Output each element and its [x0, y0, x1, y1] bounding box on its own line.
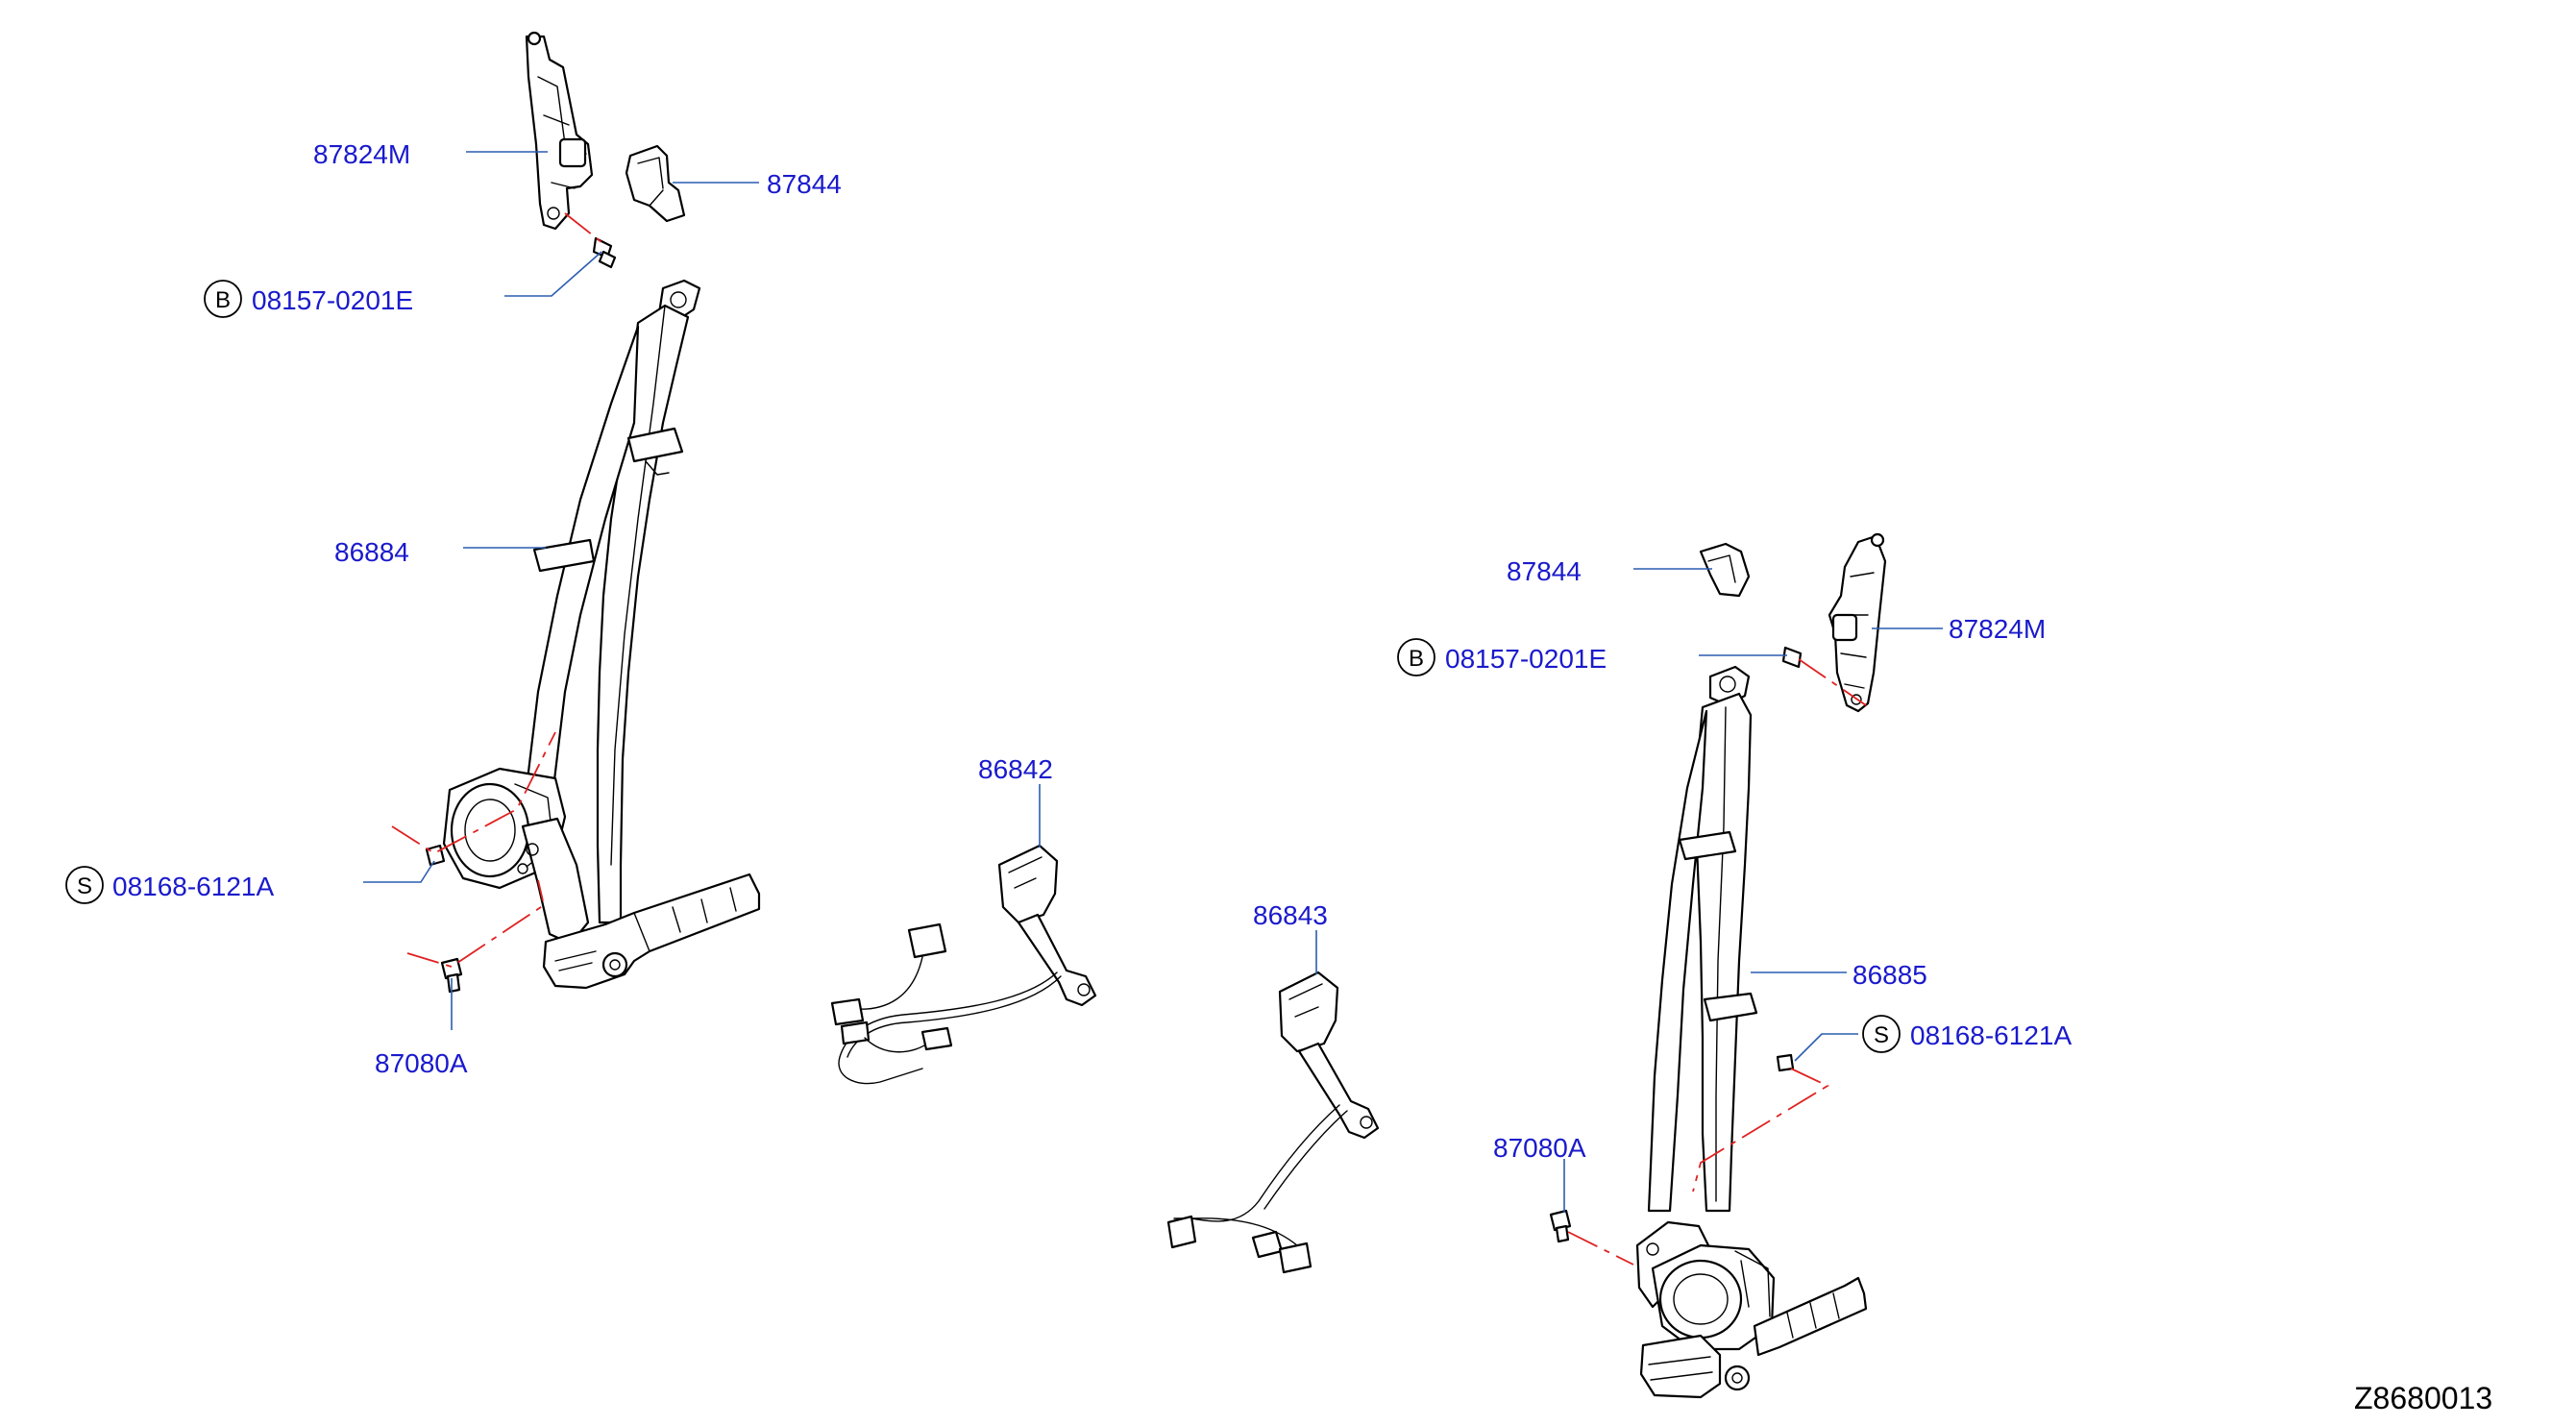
left-centerlines	[391, 731, 556, 968]
right-bolt-08157	[1781, 646, 1803, 669]
buckle-86842	[830, 844, 1097, 1085]
right-seat-belt-assembly-86885	[1635, 665, 1868, 1399]
left-seat-belt-assembly-86884	[442, 279, 761, 990]
label-87080a-left: 87080A	[375, 1048, 468, 1078]
screw-marker-right-letter: S	[1874, 1022, 1889, 1048]
screw-marker-left: S	[65, 866, 104, 904]
label-87824m-right: 87824M	[1949, 614, 2046, 644]
right-bolt-centerline	[1798, 658, 1867, 706]
bolt-marker-left-letter: B	[215, 287, 231, 313]
diagram-code: Z8680013	[2354, 1381, 2492, 1415]
bolt-marker-right-letter: B	[1409, 646, 1424, 672]
screw-marker-right: S	[1862, 1015, 1901, 1053]
left-bolt-08157	[592, 236, 617, 269]
label-86843: 86843	[1253, 900, 1328, 930]
label-08168-right: 08168-6121A	[1910, 1020, 2072, 1050]
label-86884: 86884	[334, 537, 409, 567]
label-86842: 86842	[978, 754, 1053, 784]
bolt-marker-right: B	[1397, 638, 1435, 676]
label-08168-left: 08168-6121A	[112, 872, 274, 901]
left-screw-08168	[425, 844, 446, 867]
right-height-adjuster-87824m	[1828, 532, 1887, 713]
left-cover-87844	[625, 144, 686, 223]
label-08157-right: 08157-0201E	[1445, 644, 1607, 674]
right-cover-87844	[1699, 542, 1751, 598]
label-86885: 86885	[1852, 960, 1927, 990]
left-bolt-centerline	[564, 212, 602, 243]
buckle-86843	[1166, 971, 1380, 1274]
left-height-adjuster-87824m	[525, 31, 594, 231]
label-87080a-right: 87080A	[1493, 1133, 1586, 1163]
right-bolt-87080a	[1549, 1209, 1572, 1243]
label-08157-left: 08157-0201E	[252, 285, 413, 315]
right-screw-08168	[1776, 1053, 1795, 1072]
label-87824m-left: 87824M	[313, 139, 410, 169]
left-bolt-87080a	[440, 957, 463, 994]
bolt-marker-left: B	[204, 280, 242, 318]
right-centerlines	[1567, 1068, 1829, 1266]
label-87844-left: 87844	[767, 169, 842, 199]
label-87844-right: 87844	[1507, 556, 1582, 586]
leader-lines	[363, 151, 1943, 1213]
screw-marker-left-letter: S	[77, 873, 92, 899]
